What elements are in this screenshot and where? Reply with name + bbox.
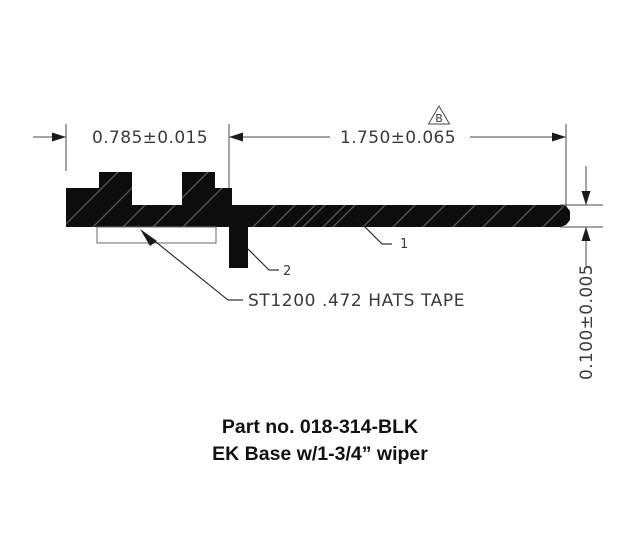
balloon-1-label: 1 [400,237,408,252]
note-tape-label: ST1200 .472 HATS TAPE [248,291,465,311]
leader-tape-note: ST1200 .472 HATS TAPE [140,229,465,311]
part-cross-section [66,172,570,268]
arrowhead-tape [140,229,157,246]
leader-line-balloon-1 [356,218,383,245]
dimension-label-wiper-length: 1.750±0.065 [340,128,456,148]
balloon-2-label: 2 [283,264,291,279]
leader-line-balloon-2 [247,248,270,271]
title-part-number: Part no. 018-314-BLK [222,416,418,438]
dimension-wiper-length: 1.750±0.065 B [229,105,567,212]
leader-balloon-1: 1 [356,218,408,252]
dimension-label-base-length: 0.785±0.015 [92,128,208,148]
title-part-description: EK Base w/1-3/4” wiper [212,443,428,465]
dimension-label-wiper-thickness: 0.100±0.005 [577,264,597,380]
adhesive-tape-strip [96,226,217,244]
flag-triangle-b-icon: B [427,105,451,125]
arrowhead-thickness-bottom [581,227,591,241]
dimension-wiper-thickness: 0.100±0.005 [560,166,603,380]
dimension-base-length: 0.785±0.015 [33,124,230,207]
leader-line-tape [145,233,229,301]
arrowhead-wiper-right [552,132,566,142]
leader-balloon-2: 2 [247,248,291,279]
flag-b-label: B [435,112,443,125]
arrowhead-base-left [52,132,66,142]
title-block: Part no. 018-314-BLK EK Base w/1-3/4” wi… [212,416,428,465]
arrowhead-wiper-left [229,132,243,142]
arrowhead-thickness-top [581,191,591,205]
